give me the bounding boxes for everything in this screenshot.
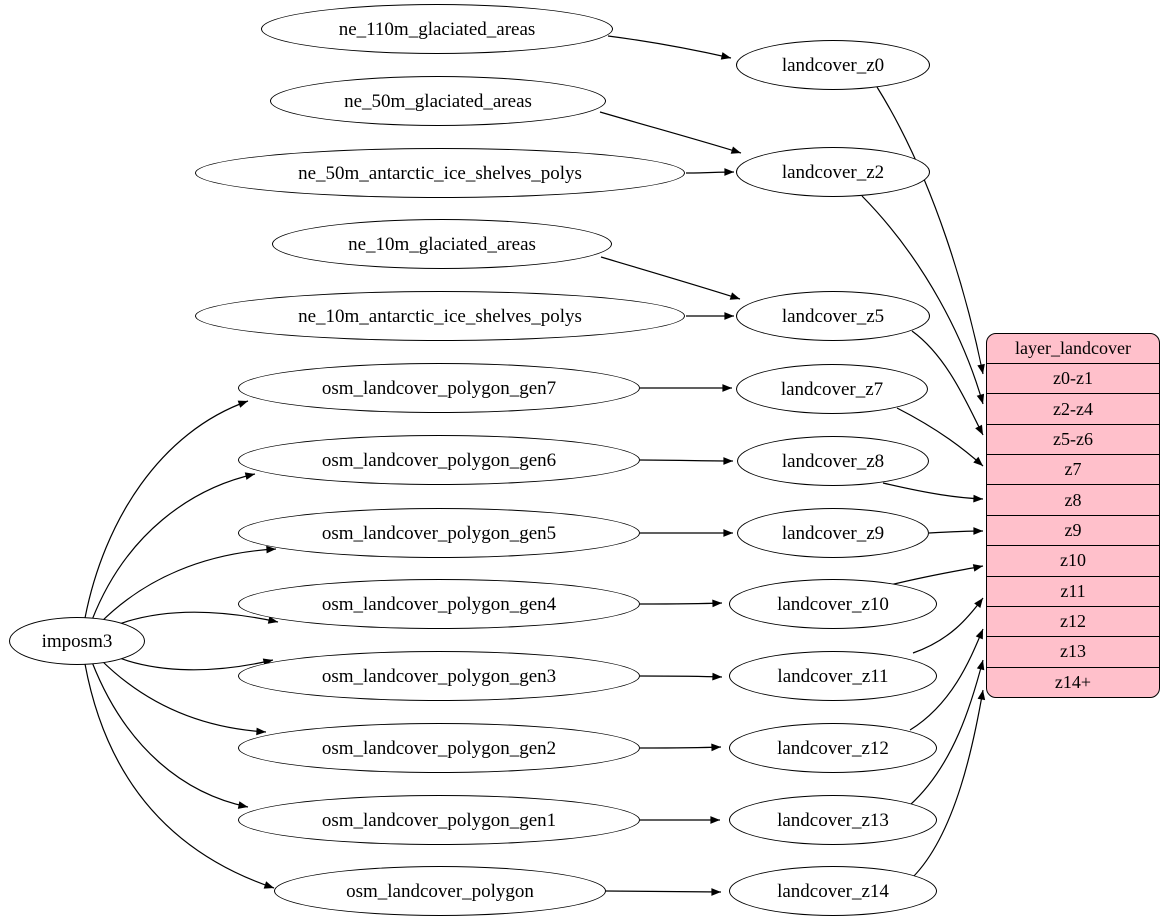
edge-imposm3-to-gen2	[99, 658, 267, 736]
node-landcover-z2: landcover_z2	[736, 147, 930, 197]
layer-row-z12: z12	[987, 607, 1159, 638]
layer-row-z5-z6: z5-z6	[987, 425, 1159, 456]
node-osm-landcover-polygon-gen3: osm_landcover_polygon_gen3	[238, 651, 640, 701]
node-ne-10m-glaciated-areas: ne_10m_glaciated_areas	[272, 219, 612, 269]
layer-row-z9: z9	[987, 516, 1159, 547]
edge-z9-to-row-z9	[928, 527, 984, 535]
node-landcover-z10: landcover_z10	[729, 579, 937, 629]
edge-polygon-to-z14	[605, 888, 722, 896]
node-imposm3: imposm3	[9, 617, 145, 665]
edge-imposm3-to-gen4	[108, 611, 279, 629]
layer-row-z13: z13	[987, 637, 1159, 668]
node-landcover-z0: landcover_z0	[736, 40, 930, 90]
node-landcover-z9: landcover_z9	[737, 508, 929, 558]
edge-z12-to-row-z12	[909, 628, 984, 731]
layer-row-z7: z7	[987, 455, 1159, 486]
edge-imposm3-to-gen3	[108, 653, 274, 671]
edge-z0-to-row-z0-z1	[876, 86, 985, 375]
edge-gen6-to-z8	[639, 457, 734, 465]
edge-z5-to-row-z5-z6	[911, 330, 984, 436]
node-osm-landcover-polygon: osm_landcover_polygon	[274, 866, 606, 916]
node-osm-landcover-polygon-gen7: osm_landcover_polygon_gen7	[238, 363, 640, 413]
layer-row-z2-z4: z2-z4	[987, 394, 1159, 425]
node-ne-50m-glaciated-areas: ne_50m_glaciated_areas	[270, 76, 606, 126]
node-osm-landcover-polygon-gen1: osm_landcover_polygon_gen1	[238, 795, 640, 845]
edge-gen4-to-z10	[639, 599, 723, 608]
edge-imposm3-to-gen5	[99, 545, 277, 624]
layer-landcover-title: layer_landcover	[987, 334, 1159, 364]
node-ne-110m-glaciated-areas: ne_110m_glaciated_areas	[261, 4, 613, 54]
node-landcover-z7: landcover_z7	[736, 364, 928, 414]
edge-ne10m-glac-to-z5	[600, 256, 741, 300]
layer-row-z11: z11	[987, 577, 1159, 607]
layer-row-z8: z8	[987, 485, 1159, 516]
node-landcover-z5: landcover_z5	[736, 291, 930, 341]
layer-row-z0-z1: z0-z1	[987, 364, 1159, 395]
node-landcover-z13: landcover_z13	[729, 795, 937, 845]
edge-imposm3-to-gen1	[91, 661, 249, 809]
edge-z10-to-row-z10	[889, 564, 984, 586]
edge-z7-to-row-z7	[896, 407, 984, 467]
edge-ne50m-glac-to-z2	[599, 111, 742, 154]
layer-row-z10: z10	[987, 546, 1159, 577]
edge-imposm3-to-polygon	[84, 663, 275, 889]
edge-ne110m-to-z0	[607, 35, 732, 60]
edge-z2-to-row-z2-z4	[861, 195, 985, 405]
edge-imposm3-to-gen7	[84, 400, 249, 619]
node-osm-landcover-polygon-gen4: osm_landcover_polygon_gen4	[238, 579, 640, 629]
node-osm-landcover-polygon-gen5: osm_landcover_polygon_gen5	[238, 508, 640, 558]
edge-ne50m-ant-to-z2	[685, 168, 735, 176]
edge-gen3-to-z11	[639, 672, 723, 681]
node-landcover-z12: landcover_z12	[729, 723, 937, 773]
edge-z13-to-row-z13	[909, 659, 985, 806]
edge-z14-to-row-z14plus	[912, 689, 986, 878]
node-layer-landcover: layer_landcover z0-z1 z2-z4 z5-z6 z7 z8 …	[986, 333, 1160, 698]
node-ne-10m-antarctic-ice-shelves-polys: ne_10m_antarctic_ice_shelves_polys	[195, 291, 685, 341]
node-landcover-z11: landcover_z11	[729, 651, 937, 701]
node-landcover-z14: landcover_z14	[729, 866, 937, 916]
node-ne-50m-antarctic-ice-shelves-polys: ne_50m_antarctic_ice_shelves_polys	[195, 148, 685, 198]
node-landcover-z8: landcover_z8	[737, 436, 929, 486]
layer-row-z14plus: z14+	[1054, 671, 1092, 692]
edge-imposm3-to-gen6	[91, 472, 256, 621]
edge-gen2-to-z12	[639, 743, 722, 752]
node-osm-landcover-polygon-gen2: osm_landcover_polygon_gen2	[238, 723, 640, 773]
edge-z11-to-row-z11	[912, 597, 984, 654]
edge-z8-to-row-z8	[882, 482, 984, 503]
node-osm-landcover-polygon-gen6: osm_landcover_polygon_gen6	[238, 435, 640, 485]
